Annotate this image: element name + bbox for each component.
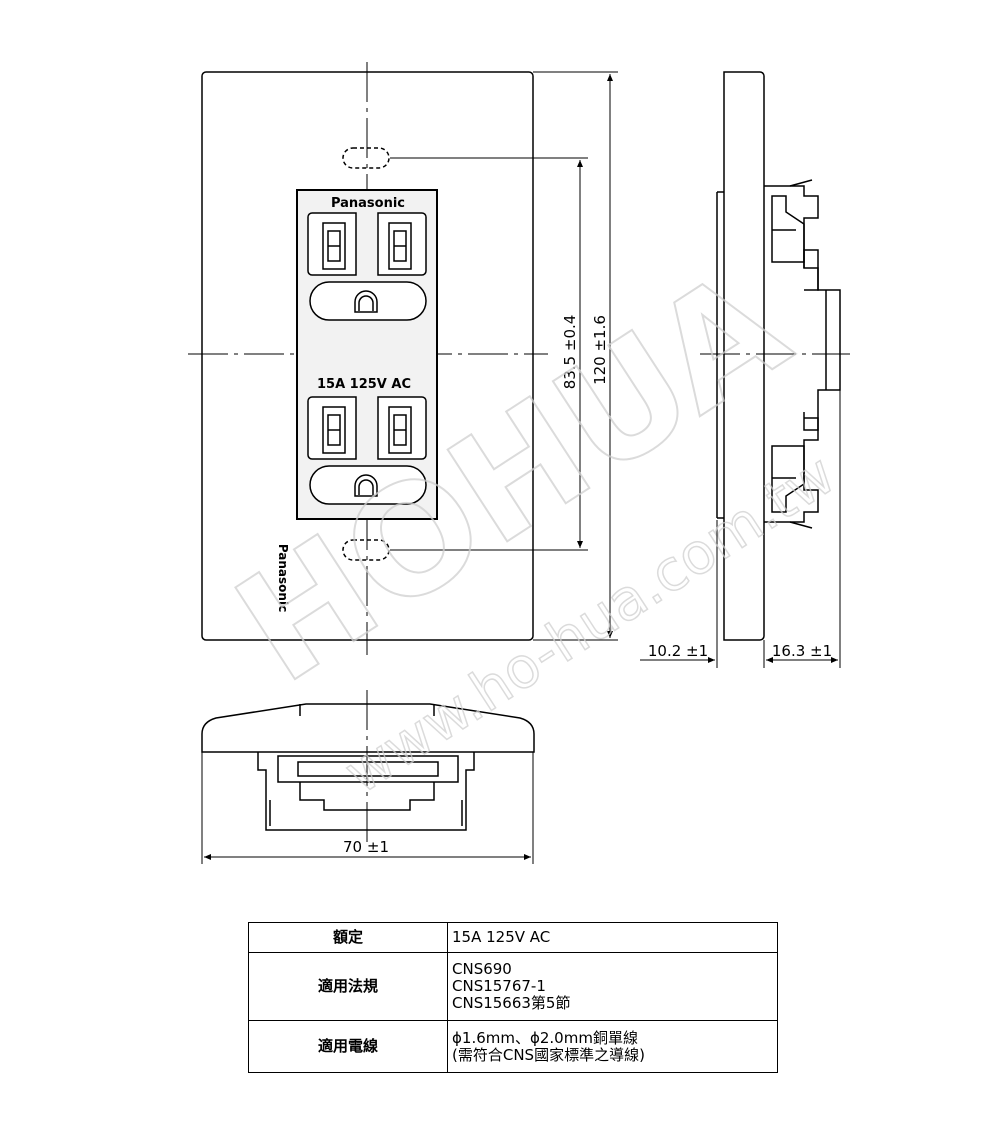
technical-drawing: Panasonic 15A 125V AC Panasonic 83.5 ±0.… bbox=[188, 62, 850, 864]
spec-label-standards: 適用法規 bbox=[248, 952, 448, 1021]
spec-label-rating: 額定 bbox=[248, 922, 448, 953]
spec-row-standards: 適用法規 CNS690 CNS15767-1 CNS15663第5節 bbox=[248, 952, 778, 1021]
spec-table: 額定 15A 125V AC 適用法規 CNS690 CNS15767-1 CN… bbox=[248, 922, 778, 1073]
dimension-depth-back-label: 16.3 ±1 bbox=[772, 642, 832, 660]
dimension-height bbox=[533, 71, 618, 641]
spec-value-standards: CNS690 CNS15767-1 CNS15663第5節 bbox=[447, 952, 778, 1021]
outlet-upper bbox=[307, 212, 427, 321]
spec-value-line: ϕ1.6mm、ϕ2.0mm銅單線 bbox=[452, 1028, 638, 1047]
spec-value-line: CNS15767-1 bbox=[452, 977, 546, 995]
bottom-view bbox=[201, 703, 535, 831]
front-view bbox=[188, 62, 548, 655]
rating-label-face: 15A 125V AC bbox=[317, 377, 411, 392]
spec-value-line: CNS690 bbox=[452, 960, 512, 978]
spec-value-rating: 15A 125V AC bbox=[447, 922, 778, 953]
brand-label-face: Panasonic bbox=[331, 196, 405, 211]
brand-label-plate: Panasonic bbox=[276, 544, 290, 612]
dimension-height-label: 120 ±1.6 bbox=[591, 315, 609, 385]
dimension-depth bbox=[640, 290, 841, 668]
spec-row-wire: 適用電線 ϕ1.6mm、ϕ2.0mm銅單線 (需符合CNS國家標準之導線) bbox=[248, 1020, 778, 1073]
dimension-width-label: 70 ±1 bbox=[343, 838, 389, 856]
screw-slot-bottom bbox=[342, 539, 390, 561]
spec-row-rating: 額定 15A 125V AC bbox=[248, 922, 778, 953]
dimension-width bbox=[201, 752, 534, 864]
spec-value-wire: ϕ1.6mm、ϕ2.0mm銅單線 (需符合CNS國家標準之導線) bbox=[447, 1020, 778, 1073]
spec-value-line: (需符合CNS國家標準之導線) bbox=[452, 1045, 645, 1064]
spec-value-line: 15A 125V AC bbox=[452, 928, 551, 946]
spec-value-line: CNS15663第5節 bbox=[452, 994, 571, 1012]
dimension-screw-pitch-label: 83.5 ±0.4 bbox=[561, 315, 579, 390]
screw-slot-top bbox=[342, 147, 390, 169]
outlet-lower bbox=[307, 396, 427, 505]
spec-label-wire: 適用電線 bbox=[248, 1020, 448, 1073]
side-view bbox=[716, 71, 841, 641]
dimension-depth-front-label: 10.2 ±1 bbox=[648, 642, 708, 660]
dimension-screw-pitch bbox=[390, 157, 588, 551]
